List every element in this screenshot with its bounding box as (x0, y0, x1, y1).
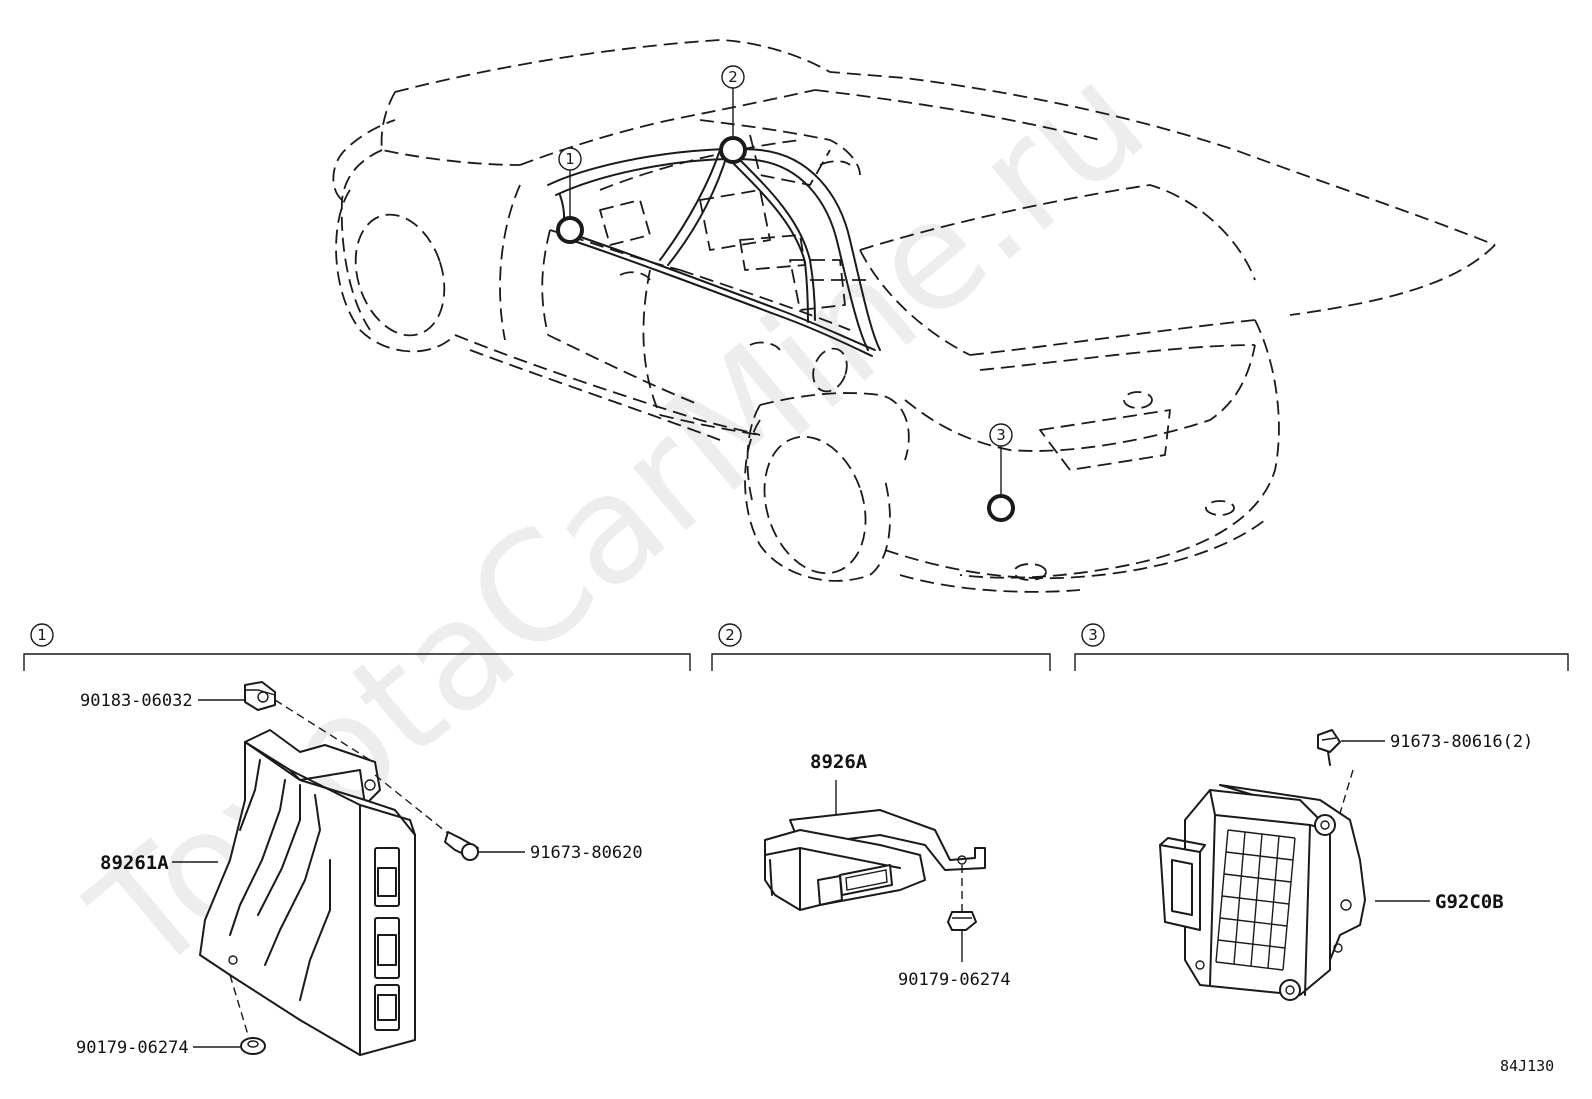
section-header-3: 3 (1074, 623, 1569, 671)
part-label-91673-80620: 91673-80620 (530, 843, 643, 863)
part-label-89261a: 89261A (100, 852, 169, 874)
part-label-g92c0b: G92C0B (1435, 891, 1504, 913)
section-2-number: 2 (725, 626, 735, 644)
nut-90179-06274-b (947, 911, 977, 931)
location-marker-1: 1 (556, 147, 584, 244)
section-3-number: 3 (1088, 626, 1098, 644)
location-marker-3: 3 (987, 423, 1015, 522)
bolt-91673-80620 (444, 831, 479, 861)
part-label-8926a: 8926A (810, 751, 868, 773)
part-label-91673-80616: 91673-80616(2) (1390, 732, 1533, 752)
part-label-90179-06274-b: 90179-06274 (898, 970, 1011, 990)
section-1-number: 1 (37, 626, 47, 644)
section-header-2: 2 (711, 623, 1051, 671)
sensor-module-8926a (764, 809, 986, 911)
marker-2-label: 2 (728, 68, 738, 86)
control-unit-g92c0b (1159, 784, 1366, 1001)
location-marker-2: 2 (719, 65, 747, 164)
section-header-1: 1 (23, 623, 691, 671)
bolt-91673-80616 (1317, 729, 1341, 766)
part-label-90179-06274-a: 90179-06274 (76, 1038, 189, 1058)
part-label-90183-06032: 90183-06032 (80, 691, 193, 711)
marker-3-label: 3 (996, 426, 1006, 444)
ecu-module-89261a (199, 729, 416, 1056)
nut-90179-06274-a (240, 1037, 266, 1055)
vehicle-illustration (332, 39, 1496, 593)
clip-nut-part (244, 681, 276, 711)
diagram-code: 84J130 (1500, 1057, 1554, 1075)
marker-1-label: 1 (565, 150, 575, 168)
